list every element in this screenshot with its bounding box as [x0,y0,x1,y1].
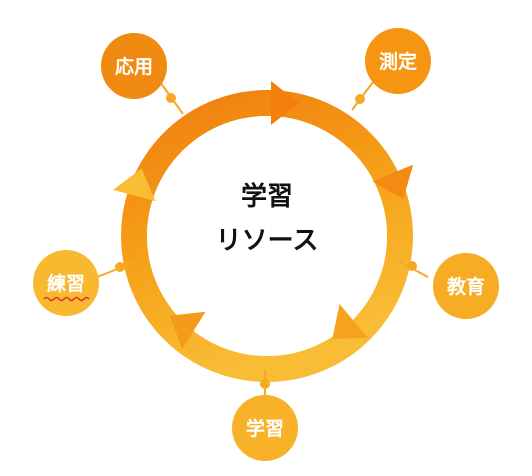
cycle-ring [113,81,414,382]
node-kyouiku-circle [433,253,499,319]
node-kyouiku: 教育 [433,253,499,319]
node-gakushu: 学習 [232,395,298,461]
spellcheck-underline [43,296,90,302]
arrowhead-top-icon [271,81,299,125]
center-title-line2: リソース [216,226,319,256]
arrowhead-right-icon [372,164,414,199]
connector-dot-gakushu [260,379,270,389]
connector-dot-sokutei [355,94,365,104]
center-label: 学習 リソース [216,181,319,256]
connectors [96,81,429,395]
ring-inner-fill [147,116,387,356]
node-gakushu-circle [232,395,298,461]
arrowhead-lower-right-icon [332,304,368,339]
arrowhead-lower-left-icon [170,311,206,350]
ring-track [121,90,413,382]
node-sokutei: 測定 [365,28,431,94]
connector-dot-renshu [115,262,125,272]
arrowhead-left-icon [113,168,156,202]
node-sokutei-label: 測定 [379,50,417,73]
node-renshu-label: 練習 [47,272,85,295]
center-title-line1: 学習 [241,181,293,212]
node-renshu: 練習 [33,250,99,316]
node-kyouiku-label: 教育 [447,275,485,298]
node-ouyou: 応用 [101,33,167,99]
node-sokutei-circle [365,28,431,94]
node-ouyou-label: 応用 [115,55,153,78]
connector-dot-ouyou [166,93,176,103]
node-gakushu-label: 学習 [246,417,284,440]
node-ouyou-circle [101,33,167,99]
connector-dot-kyouiku [407,261,417,271]
